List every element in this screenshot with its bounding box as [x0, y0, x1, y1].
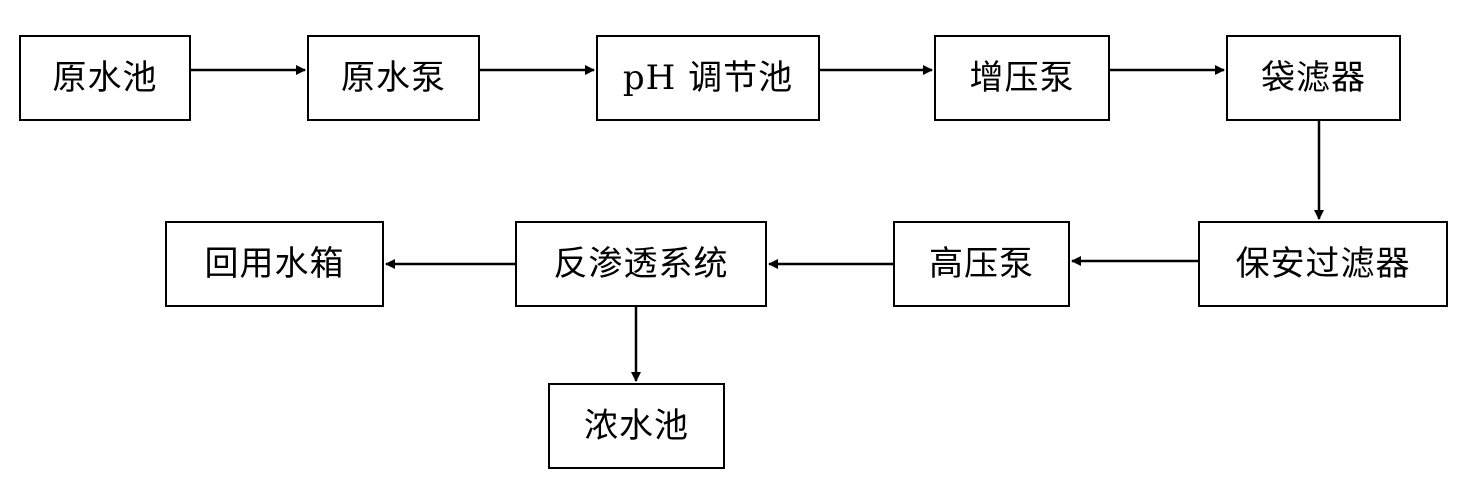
node-raw-water-pump: 原水泵	[307, 35, 480, 121]
node-label: 袋滤器	[1261, 58, 1366, 98]
node-label: 增压泵	[969, 58, 1075, 98]
node-label: 原水池	[52, 58, 158, 98]
node-label: 回用水箱	[204, 244, 345, 284]
node-label: 高压泵	[929, 244, 1034, 284]
node-reuse-water-tank: 回用水箱	[165, 221, 384, 307]
node-booster-pump: 增压泵	[934, 35, 1110, 121]
node-label: 浓水池	[584, 406, 689, 446]
node-label: pH 调节池	[622, 58, 794, 98]
node-ro-system: 反渗透系统	[515, 221, 767, 307]
node-concentrate-pool: 浓水池	[548, 383, 725, 469]
node-ph-adjust-pool: pH 调节池	[596, 35, 820, 121]
node-security-filter: 保安过滤器	[1198, 221, 1448, 307]
node-label: 保安过滤器	[1235, 244, 1411, 284]
node-label: 反渗透系统	[553, 244, 729, 284]
node-bag-filter: 袋滤器	[1226, 35, 1401, 121]
node-high-pressure-pump: 高压泵	[893, 221, 1070, 307]
node-raw-water-pool: 原水池	[19, 35, 191, 121]
node-label: 原水泵	[341, 58, 446, 98]
